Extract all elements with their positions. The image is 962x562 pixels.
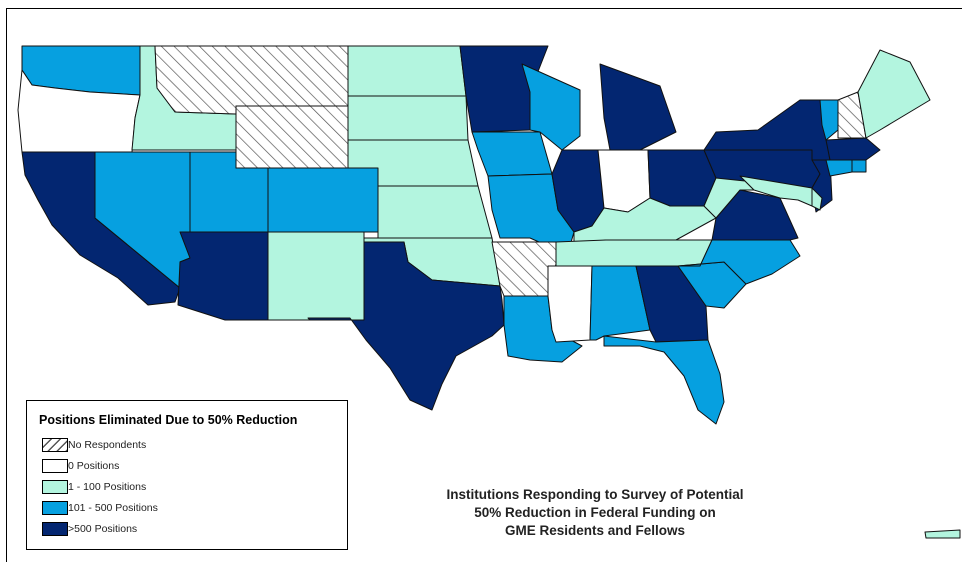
- caption-line-3: GME Residents and Fellows: [504, 523, 686, 538]
- legend-label-over-500-positions: >500 Positions: [68, 523, 138, 535]
- legend-label-101-500-positions: 101 - 500 Positions: [68, 502, 158, 514]
- state-wy: [235, 105, 349, 169]
- legend-swatch-zero-positions: [42, 459, 68, 473]
- state-co: [267, 167, 379, 233]
- caption-line-1: Institutions Responding to Survey of Pot…: [446, 487, 744, 502]
- legend-swatch-1-100-positions: [42, 480, 68, 494]
- state-az: [177, 231, 269, 321]
- map-frame: [6, 8, 962, 562]
- map-caption: Institutions Responding to Survey of Pot…: [440, 486, 750, 540]
- caption-line-2: 50% Reduction in Federal Funding on: [474, 505, 716, 520]
- legend-swatch-over-500-positions: [42, 522, 68, 536]
- state-ms: [547, 265, 593, 343]
- legend: Positions Eliminated Due to 50% Reductio…: [26, 400, 348, 550]
- legend-label-zero-positions: 0 Positions: [68, 460, 120, 472]
- state-de: [811, 187, 823, 211]
- state-ia: [471, 131, 553, 177]
- state-oh: [647, 149, 717, 207]
- state-sd: [347, 95, 469, 141]
- state-ks: [377, 185, 493, 239]
- state-mi: [599, 63, 677, 151]
- state-fl: [603, 335, 725, 425]
- legend-title: Positions Eliminated Due to 50% Reductio…: [39, 413, 298, 427]
- state-me: [857, 49, 931, 139]
- legend-swatch-no-respondents: [42, 438, 68, 452]
- state-ar: [491, 241, 557, 297]
- legend-swatch-101-500-positions: [42, 501, 68, 515]
- state-nc: [675, 239, 801, 285]
- legend-label-no-respondents: No Respondents: [68, 439, 147, 451]
- state-pr: [924, 529, 961, 539]
- state-nd: [347, 45, 467, 97]
- state-ri: [851, 159, 867, 173]
- state-mt: [154, 45, 349, 115]
- state-ma: [825, 137, 881, 161]
- state-vt: [819, 99, 839, 141]
- state-va: [675, 189, 799, 241]
- legend-label-1-100-positions: 1 - 100 Positions: [68, 481, 147, 493]
- state-wi: [521, 63, 581, 151]
- state-tn: [555, 239, 713, 267]
- state-ct: [825, 159, 853, 177]
- state-nm: [267, 231, 365, 321]
- state-tx: [307, 241, 505, 411]
